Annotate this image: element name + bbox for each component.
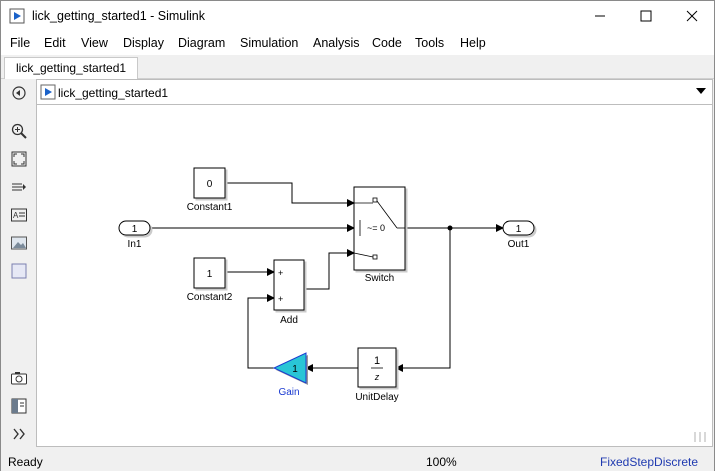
expand-toolbar-icon[interactable]: [10, 425, 28, 443]
menu-display[interactable]: Display: [123, 36, 164, 50]
signal-lines: [150, 182, 504, 372]
menu-view[interactable]: View: [81, 36, 108, 50]
menu-simulation[interactable]: Simulation: [240, 36, 299, 50]
add-label: Add: [280, 315, 298, 326]
resize-grip-icon[interactable]: [693, 431, 709, 443]
address-bar[interactable]: lick_getting_started1: [36, 79, 713, 105]
menu-code[interactable]: Code: [372, 36, 402, 50]
left-toolbar: A: [1, 79, 36, 451]
branch-point: [447, 225, 453, 231]
title-bar: lick_getting_started1 - Simulink: [1, 1, 714, 31]
maximize-icon: [640, 10, 652, 22]
svg-text:A: A: [13, 211, 19, 220]
model-icon: [40, 84, 56, 100]
close-button[interactable]: [669, 1, 715, 31]
switch-label: Switch: [365, 273, 394, 284]
menu-file[interactable]: File: [10, 36, 31, 50]
gain-label: Gain: [278, 387, 299, 398]
minimize-button[interactable]: [577, 1, 623, 31]
close-icon: [686, 10, 698, 22]
menu-help[interactable]: Help: [460, 36, 486, 50]
hide-explorer-icon[interactable]: [10, 84, 28, 102]
annotation-icon[interactable]: A: [10, 206, 28, 224]
fit-to-view-icon[interactable]: [10, 150, 28, 168]
in1-label: In1: [128, 239, 142, 250]
constant1-label: Constant1: [187, 202, 233, 213]
switch-criteria: ~= 0: [367, 223, 385, 233]
tab-strip: lick_getting_started1: [1, 55, 714, 79]
constant2-label: Constant2: [187, 292, 233, 303]
block-constant1[interactable]: 0 Constant1: [187, 167, 233, 213]
add-sign-1: +: [278, 268, 283, 278]
status-bar: Ready 100% FixedStepDiscrete: [1, 451, 714, 471]
in1-port-number: 1: [132, 224, 138, 235]
diagram-canvas[interactable]: 0 Constant1 1 In1 1 Constant2 +: [36, 105, 713, 447]
out1-label: Out1: [508, 239, 530, 250]
minimize-icon: [595, 15, 605, 17]
address-path[interactable]: lick_getting_started1: [58, 86, 169, 100]
unitdelay-label: UnitDelay: [355, 392, 398, 403]
status-zoom: 100%: [426, 455, 457, 469]
menu-tools[interactable]: Tools: [415, 36, 445, 50]
area-icon[interactable]: [10, 262, 28, 280]
block-unitdelay[interactable]: 1 z UnitDelay: [355, 347, 399, 403]
block-switch[interactable]: ~= 0 Switch: [353, 186, 406, 284]
menu-diagram[interactable]: Diagram: [178, 36, 226, 50]
constant2-value: 1: [207, 269, 213, 280]
block-gain[interactable]: 1 Gain: [272, 352, 308, 398]
camera-icon[interactable]: [10, 369, 28, 387]
block-out1[interactable]: 1 Out1: [502, 220, 535, 250]
block-constant2[interactable]: 1 Constant2: [187, 257, 233, 303]
signal-add-to-switch[interactable]: [304, 249, 355, 290]
status-solver[interactable]: FixedStepDiscrete: [600, 455, 699, 469]
window-title: lick_getting_started1 - Simulink: [32, 9, 205, 23]
signal-branch-to-unitdelay[interactable]: [395, 228, 451, 372]
unitdelay-numerator: 1: [374, 355, 380, 367]
zoom-icon[interactable]: [10, 122, 28, 140]
arrow-direction-icon[interactable]: [10, 178, 28, 196]
model-browser-icon[interactable]: [10, 397, 28, 415]
menu-bar: File Edit View Display Diagram Simulatio…: [1, 31, 714, 55]
signal-gain-to-add[interactable]: [247, 294, 275, 369]
simulink-app-icon: [9, 8, 25, 24]
signal-constant1-to-switch[interactable]: [225, 182, 355, 207]
block-in1[interactable]: 1 In1: [118, 220, 151, 250]
menu-analysis[interactable]: Analysis: [313, 36, 360, 50]
block-diagram: 0 Constant1 1 In1 1 Constant2 +: [118, 167, 535, 403]
block-add[interactable]: + + Add: [273, 259, 305, 326]
menu-edit[interactable]: Edit: [44, 36, 66, 50]
address-dropdown-icon[interactable]: [696, 88, 706, 94]
gain-value: 1: [292, 364, 298, 375]
tab-model[interactable]: lick_getting_started1: [4, 57, 139, 79]
maximize-button[interactable]: [623, 1, 669, 31]
constant1-value: 0: [207, 179, 213, 190]
out1-port-number: 1: [516, 224, 522, 235]
unitdelay-denominator: z: [374, 372, 380, 382]
status-ready: Ready: [8, 455, 43, 469]
add-sign-2: +: [278, 294, 283, 304]
image-icon[interactable]: [10, 234, 28, 252]
